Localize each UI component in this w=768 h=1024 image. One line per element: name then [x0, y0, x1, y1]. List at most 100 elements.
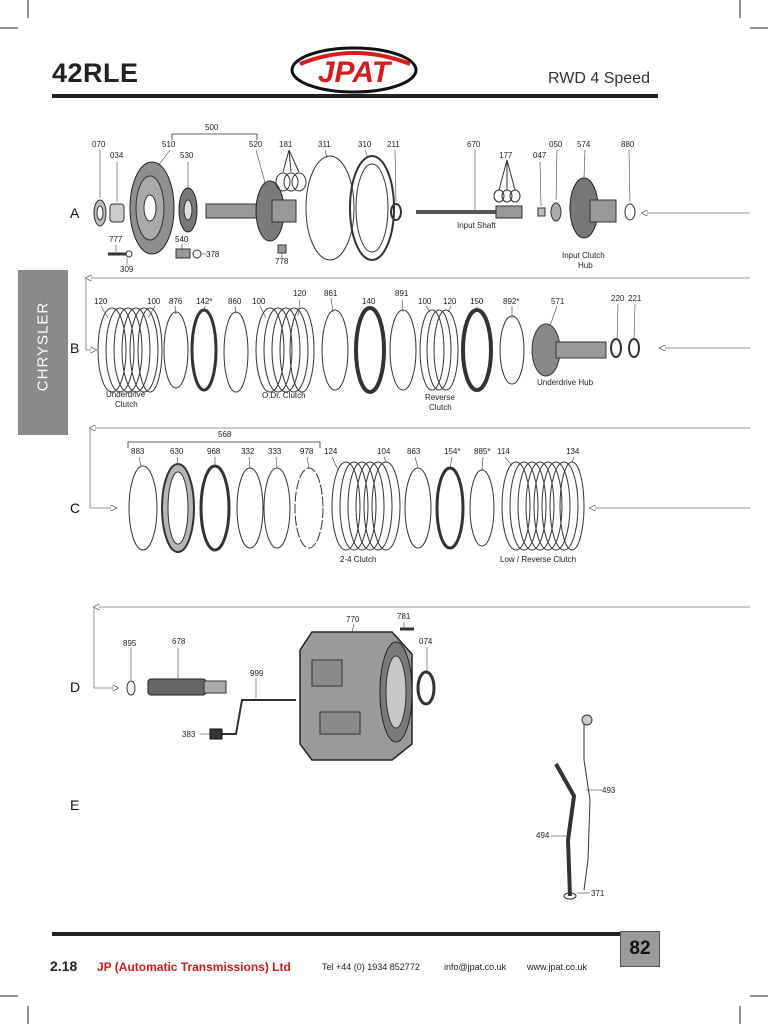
seal-rings-177 [493, 159, 521, 203]
label-540: 540 [175, 235, 189, 244]
label-100-b3: 100 [418, 297, 432, 306]
underdrive-clutch-pack [97, 307, 163, 393]
label-150: 150 [470, 297, 484, 306]
label-520: 520 [249, 140, 263, 149]
label-070: 070 [92, 140, 106, 149]
label-978: 978 [300, 447, 314, 456]
part-047 [537, 207, 546, 217]
ring-863 [404, 467, 432, 549]
label-493: 493 [602, 786, 616, 795]
row-label-e: E [70, 797, 80, 813]
leader-lines-d [130, 622, 428, 735]
gasket-311 [305, 155, 355, 261]
od-clutch-pack [255, 307, 315, 393]
label-777: 777 [109, 235, 123, 244]
label-142: 142* [196, 297, 212, 306]
label-770: 770 [346, 615, 360, 624]
label-863: 863 [407, 447, 421, 456]
website-link[interactable]: www.jpat.co.uk [527, 962, 588, 972]
header-rule [52, 94, 658, 98]
clutch-24-pack [331, 461, 401, 551]
model-title: 42RLE [52, 58, 139, 88]
ring-876 [163, 311, 189, 389]
ring-860 [223, 311, 249, 393]
label-630: 630 [170, 447, 184, 456]
part-050 [550, 202, 562, 222]
company-name: JP (Automatic Transmissions) Ltd [97, 960, 291, 974]
label-124: 124 [324, 447, 338, 456]
label-999: 999 [250, 669, 264, 678]
plate-968 [199, 464, 231, 552]
labels-c: 568 883 630 968 332 333 978 124 104 863 … [131, 430, 580, 564]
seal-074 [416, 670, 436, 706]
label-177: 177 [499, 151, 513, 160]
label-678: 678 [172, 637, 186, 646]
bushing-034 [109, 203, 125, 223]
ring-880 [624, 203, 636, 221]
caption-underdrive-clutch-1: Underdrive [106, 390, 146, 399]
page-number-box: 82 [620, 931, 660, 967]
labels-b: 120 100 876 142* 860 100 120 861 140 891… [94, 289, 642, 412]
low-reverse-clutch-pack [501, 461, 585, 551]
row-e-parts: 493 494 371 [536, 714, 616, 900]
row-label-d: D [70, 679, 81, 695]
label-568: 568 [218, 430, 232, 439]
label-530: 530 [180, 151, 194, 160]
side-tab[interactable]: CHRYSLER [18, 270, 68, 435]
ring-333 [263, 467, 291, 549]
label-494: 494 [536, 831, 550, 840]
email-link[interactable]: info@jpat.co.uk [444, 962, 507, 972]
caption-input-shaft: Input Shaft [457, 221, 496, 230]
label-778: 778 [275, 257, 289, 266]
leader-lines-b [100, 297, 636, 341]
leader-lines-c [138, 456, 575, 471]
ring-220 [610, 338, 622, 358]
label-211: 211 [387, 140, 400, 149]
label-883: 883 [131, 447, 145, 456]
plate-140 [354, 306, 386, 394]
label-100-b2: 100 [252, 297, 266, 306]
row-a-parts [93, 133, 636, 261]
part-383 [209, 728, 223, 740]
caption-low-reverse-clutch: Low / Reverse Clutch [500, 555, 576, 564]
ring-221 [628, 338, 640, 358]
label-571: 571 [551, 297, 565, 306]
label-860: 860 [228, 297, 242, 306]
part-309 [125, 250, 133, 258]
label-333: 333 [268, 447, 282, 456]
caption-od-clutch: O.Dr. Clutch [262, 391, 306, 400]
ring-211 [390, 203, 402, 221]
row-b-parts [97, 306, 640, 394]
ring-885 [469, 469, 495, 547]
caption-reverse-clutch-1: Reverse [425, 393, 455, 402]
label-500: 500 [205, 123, 219, 132]
dipstick-tube-494 [554, 763, 577, 897]
row-label-c: C [70, 500, 81, 516]
rod-999 [222, 699, 296, 735]
label-574: 574 [577, 140, 591, 149]
label-134: 134 [566, 447, 580, 456]
label-895: 895 [123, 639, 137, 648]
ring-883 [128, 465, 158, 551]
label-120-b1: 120 [94, 297, 108, 306]
label-140: 140 [362, 297, 376, 306]
jpat-logo: JPAT [290, 46, 418, 94]
transmission-spec: RWD 4 Speed [548, 70, 650, 87]
label-332: 332 [241, 447, 255, 456]
caption-underdrive-hub: Underdrive Hub [537, 378, 594, 387]
label-311: 311 [318, 140, 331, 149]
gasket-310 [349, 155, 395, 261]
plate-154 [435, 466, 465, 550]
row-label-b: B [70, 340, 80, 356]
caption-24-clutch: 2-4 Clutch [340, 555, 376, 564]
part-778 [277, 244, 287, 254]
page-number: 82 [629, 938, 651, 959]
output-shaft-678 [147, 678, 207, 696]
logo-text: JPAT [318, 56, 393, 89]
label-510: 510 [162, 140, 176, 149]
label-378: 378 [206, 250, 220, 259]
label-220: 220 [611, 294, 625, 303]
caption-input-clutch-hub-1: Input Clutch [562, 251, 605, 260]
label-034: 034 [110, 151, 124, 160]
plate-150 [461, 308, 493, 392]
